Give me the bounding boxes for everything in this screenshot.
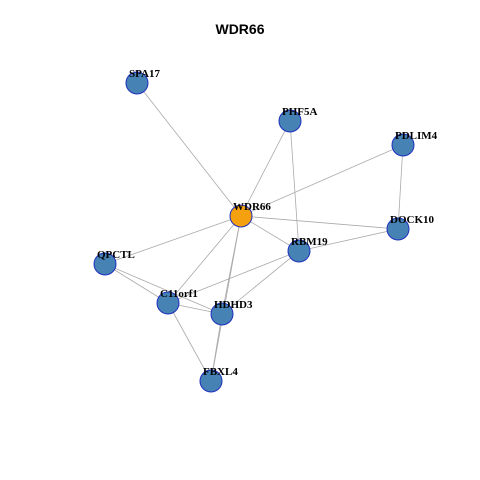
node-hdhd3[interactable]: HDHD3 [210, 299, 253, 326]
node-circle[interactable] [278, 109, 302, 133]
edge-rbm19-hdhd3 [221, 250, 300, 315]
edge-pdlim4-dock10 [397, 144, 404, 230]
node-circle[interactable] [156, 291, 180, 315]
node-label: QPCTL [97, 249, 135, 261]
edge-qpctl-c11orf1 [104, 263, 169, 304]
node-wdr66[interactable]: WDR66 [229, 201, 271, 228]
node-label: FBXL4 [203, 366, 238, 378]
node-circle[interactable] [287, 239, 311, 263]
node-spa17[interactable]: SPA17 [125, 68, 160, 95]
node-dock10[interactable]: DOCK10 [386, 214, 435, 241]
edge-rbm19-c11orf1 [167, 250, 300, 304]
node-c11orf1[interactable]: C11orf1 [156, 288, 198, 315]
edge-wdr66-phf5a [240, 120, 291, 217]
node-pdlim4[interactable]: PDLIM4 [391, 130, 438, 157]
node-circle[interactable] [386, 217, 410, 241]
edge-wdr66-dock10 [240, 215, 399, 230]
node-label: C11orf1 [160, 288, 198, 300]
node-label: PDLIM4 [395, 130, 438, 142]
node-circle[interactable] [125, 71, 149, 95]
node-circle[interactable] [229, 204, 253, 228]
node-fbxl4[interactable]: FBXL4 [199, 366, 238, 393]
edge-layer [104, 82, 404, 382]
edge-qpctl-hdhd3 [104, 263, 223, 315]
edge-wdr66-spa17 [136, 82, 242, 217]
edge-wdr66-c11orf1 [167, 215, 242, 304]
node-qpctl[interactable]: QPCTL [93, 249, 135, 276]
node-circle[interactable] [391, 133, 415, 157]
node-circle[interactable] [93, 252, 117, 276]
edge-wdr66-qpctl [104, 215, 242, 265]
node-rbm19[interactable]: RBM19 [287, 236, 328, 263]
node-circle[interactable] [199, 369, 223, 393]
node-label: PHF5A [282, 106, 317, 118]
edge-wdr66-fbxl4 [210, 215, 242, 382]
node-label: WDR66 [233, 201, 271, 213]
node-label: SPA17 [129, 68, 160, 80]
edge-phf5a-rbm19 [289, 120, 300, 252]
node-label: DOCK10 [390, 214, 435, 226]
node-label: RBM19 [291, 236, 328, 248]
node-circle[interactable] [210, 302, 234, 326]
node-phf5a[interactable]: PHF5A [278, 106, 317, 133]
graph-title: WDR66 [215, 21, 265, 37]
node-label: HDHD3 [214, 299, 253, 311]
edge-c11orf1-fbxl4 [167, 302, 212, 382]
edge-wdr66-pdlim4 [240, 144, 404, 217]
edge-dock10-rbm19 [298, 228, 399, 252]
